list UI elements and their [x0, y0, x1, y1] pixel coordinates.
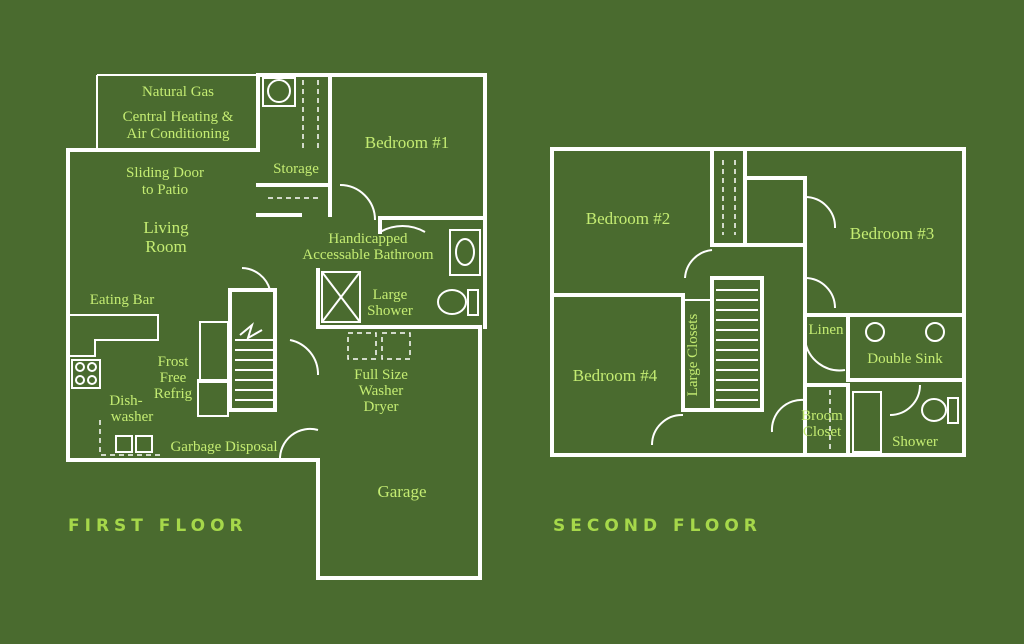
shower-cross-icon [321, 271, 361, 323]
label-frost-free-2: Free [160, 370, 187, 386]
label-washer-dryer-2: Washer [359, 383, 404, 399]
burner-icon [87, 362, 97, 372]
label-eating-bar: Eating Bar [90, 292, 155, 308]
large-closets-box [683, 299, 713, 410]
washer-icon [347, 332, 377, 360]
sink-counter-icon [449, 229, 481, 276]
closet-door-swing [241, 267, 271, 291]
label-dishwasher-1: Dish- [109, 393, 142, 409]
label-washer-dryer-1: Full Size [354, 367, 408, 383]
refrigerator-icon [197, 379, 229, 417]
label-large-closets: Large Closets [685, 314, 701, 397]
burner-icon [87, 375, 97, 385]
toilet-bowl-icon [437, 289, 467, 315]
water-heater-icon [267, 79, 291, 103]
label-storage: Storage [273, 161, 319, 177]
label-broom-closet-1: Broom [801, 408, 843, 424]
second-floor-title: SECOND FLOOR [553, 516, 762, 536]
counter-dash [99, 420, 160, 456]
label-bedroom-3: Bedroom #3 [850, 224, 935, 243]
label-sliding-door-2: to Patio [142, 182, 188, 198]
toilet-tank-icon [467, 289, 479, 316]
storage-closet-box [262, 77, 296, 107]
first-floor-exterior-wall [66, 73, 487, 580]
door-swing-shower [889, 384, 921, 416]
label-living-room-2: Room [145, 237, 187, 256]
label-broom-closet-2: Closet [803, 424, 842, 440]
label-frost-free-1: Frost [158, 354, 190, 370]
kitchen-sink-right [135, 435, 153, 453]
kitchen-door-swing [278, 427, 319, 461]
toilet-bowl-upper-icon [921, 398, 947, 422]
label-sliding-door-1: Sliding Door [126, 165, 204, 181]
under-stairs-closet [199, 321, 229, 383]
label-living-room-1: Living [143, 218, 189, 237]
label-large-shower-2: Shower [367, 303, 413, 319]
dryer-icon [381, 332, 411, 360]
eating-bar-counter [70, 314, 159, 357]
stairs-upper-treads [716, 289, 758, 401]
door-swing-linen [804, 339, 846, 372]
storage-walls [256, 73, 332, 217]
label-handicapped-bath-2: Accessable Bathroom [302, 247, 434, 263]
stairs-treads [235, 339, 275, 401]
door-swing-bedroom-3 [804, 196, 837, 229]
label-double-sink: Double Sink [867, 351, 943, 367]
sink-left-icon [865, 322, 885, 342]
second-floor-plan [550, 147, 966, 457]
sink-icon [455, 238, 475, 266]
label-natural-gas: Natural Gas [142, 84, 214, 100]
door-swing-bedroom-2 [684, 249, 713, 279]
label-large-shower-1: Large [373, 287, 408, 303]
label-central-heating-1: Central Heating & [123, 109, 234, 125]
label-bedroom-2: Bedroom #2 [586, 209, 671, 228]
bedroom-2-4-divider [550, 293, 714, 412]
label-bedroom-1: Bedroom #1 [365, 133, 450, 152]
laundry-door-swing [289, 339, 320, 376]
label-dishwasher-2: washer [111, 409, 153, 425]
bathroom-walls [316, 216, 487, 329]
bath-walls [803, 313, 966, 457]
door-swing-bath [804, 277, 836, 309]
storage-closet-dash [268, 80, 320, 199]
door-swing-bedroom-4 [651, 413, 684, 446]
first-floor-title: FIRST FLOOR [68, 516, 248, 536]
stairs-arrow-icon [239, 322, 263, 341]
label-frost-free-3: Refrig [154, 386, 193, 402]
label-handicapped-bath-1: Handicapped [328, 231, 408, 247]
large-shower-box [321, 271, 361, 323]
bathroom-door-swing [379, 225, 426, 233]
label-shower: Shower [892, 434, 938, 450]
bedroom-door-swing [339, 184, 376, 221]
toilet-tank-upper-icon [947, 397, 959, 424]
label-garbage-disposal: Garbage Disposal [170, 439, 277, 455]
stove-icon [71, 359, 101, 389]
burner-icon [75, 362, 85, 372]
burner-icon [75, 375, 85, 385]
door-swing-broom [770, 398, 806, 433]
label-garage: Garage [377, 482, 426, 501]
closet-dash [722, 160, 736, 235]
bathtub-icon [852, 391, 882, 453]
closet-walls [710, 147, 807, 457]
second-floor-exterior-wall [550, 147, 966, 457]
first-floor-plan [66, 73, 487, 580]
sink-right-icon [925, 322, 945, 342]
label-linen: Linen [809, 322, 844, 338]
label-washer-dryer-3: Dryer [364, 399, 399, 415]
kitchen-sink-left [115, 435, 133, 453]
label-central-heating-2: Air Conditioning [127, 126, 230, 142]
label-bedroom-4: Bedroom #4 [573, 366, 658, 385]
